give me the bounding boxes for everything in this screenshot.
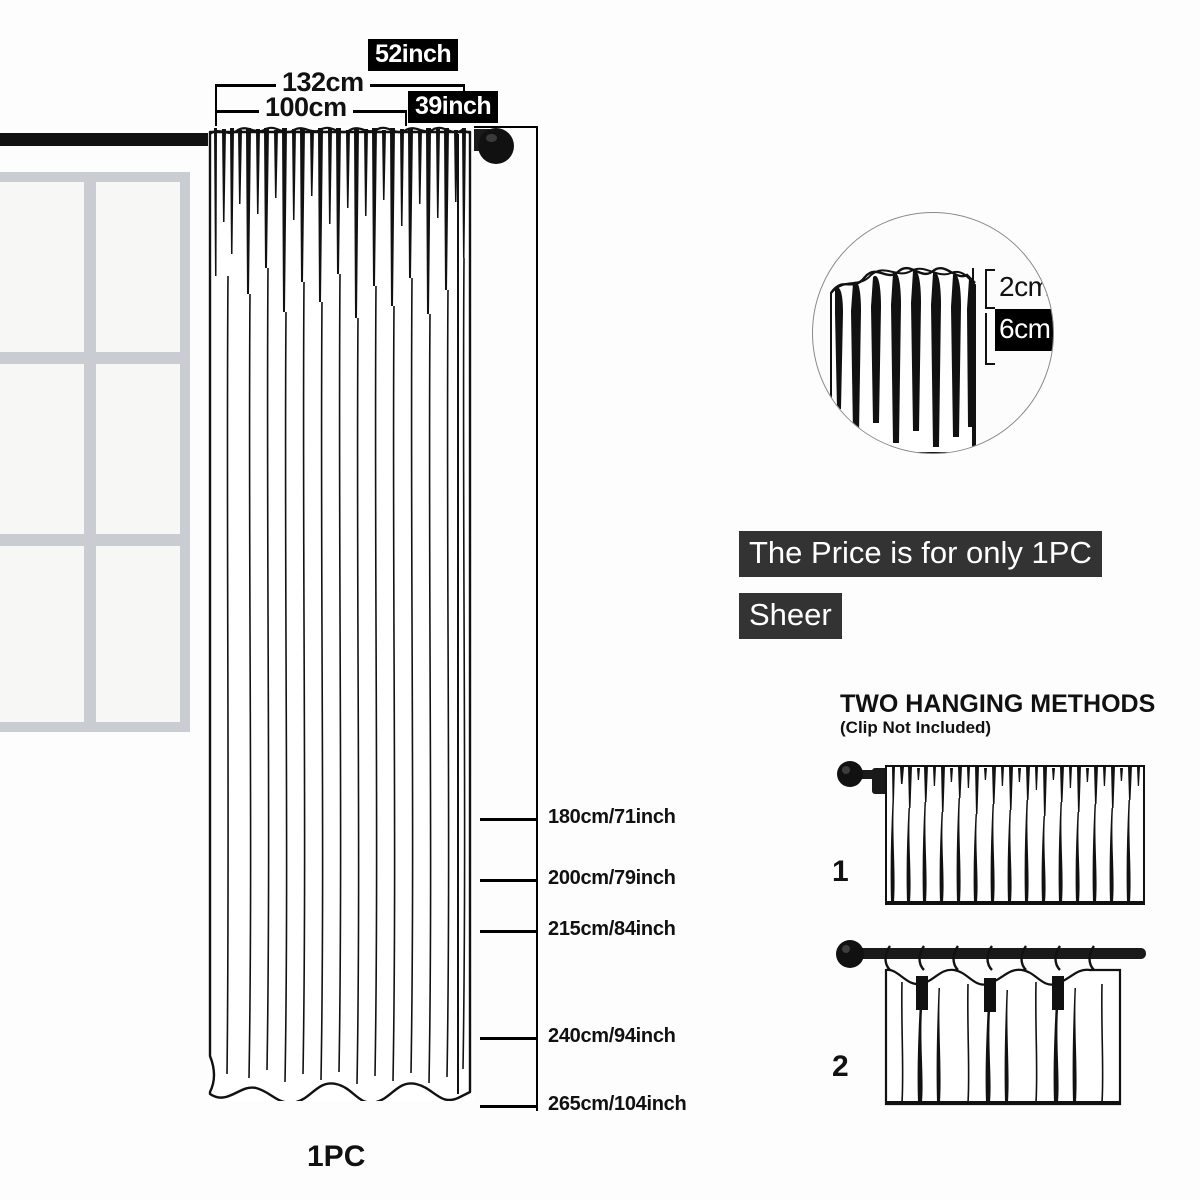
hanging-methods-title: TWO HANGING METHODS xyxy=(840,690,1156,718)
window-pane xyxy=(0,546,84,722)
pocket-label-2cm: 2cm xyxy=(999,271,1051,302)
hanging-method-1-illustration xyxy=(828,756,1148,914)
curtain-panel xyxy=(208,126,474,1101)
rod-finial-icon xyxy=(478,128,514,164)
window-pane xyxy=(96,546,180,722)
pocket-bracket-2cm xyxy=(985,269,987,309)
measurement-label: 180cm/71inch xyxy=(548,806,676,828)
measurement-label: 215cm/84inch xyxy=(548,918,676,940)
measurement-top-connector xyxy=(474,126,538,128)
measurement-label: 265cm/104inch xyxy=(548,1093,687,1115)
window-pane xyxy=(96,182,180,352)
fabric-notice: Sheer xyxy=(739,593,842,639)
window-frame xyxy=(0,172,190,732)
window-pane xyxy=(96,364,180,534)
pocket-detail-illustration xyxy=(830,266,976,453)
price-notice: The Price is for only 1PC xyxy=(739,531,1102,577)
pocket-edge-line xyxy=(972,268,974,453)
pocket-bracket-tick xyxy=(985,363,995,365)
measurement-spine xyxy=(536,126,538,1111)
dimension-cap-left-inner xyxy=(215,110,217,126)
dimension-cap-right-inner xyxy=(405,110,407,126)
pocket-bracket-6cm xyxy=(985,313,987,365)
curtain-illustration xyxy=(208,126,472,1101)
window-pane xyxy=(0,364,84,534)
measurement-tick xyxy=(480,930,538,933)
window-pane xyxy=(0,182,84,352)
measurement-label: 240cm/94inch xyxy=(548,1025,676,1047)
pocket-detail-inset: 2cm 6cm xyxy=(812,212,1054,454)
measurement-tick xyxy=(480,1037,538,1040)
pocket-bracket-tick xyxy=(985,307,995,309)
measurement-tick xyxy=(480,1105,538,1108)
hanging-method-2-illustration xyxy=(828,934,1148,1114)
rod-pocket-diagram xyxy=(837,761,1145,905)
dimension-label-width-cm-inner: 100cm xyxy=(259,92,353,123)
hanging-method-number-2: 2 xyxy=(832,1050,849,1083)
pocket-bracket-tick xyxy=(985,269,995,271)
hanging-method-number-1: 1 xyxy=(832,855,849,888)
quantity-label: 1PC xyxy=(307,1140,366,1173)
measurement-label: 200cm/79inch xyxy=(548,867,676,889)
measurement-tick xyxy=(480,879,538,882)
hanging-methods-subtitle: (Clip Not Included) xyxy=(840,718,992,737)
dimension-badge-width-inch-inner: 39inch xyxy=(408,91,499,124)
measurement-tick xyxy=(480,818,538,821)
dimension-badge-width-inch-outer: 52inch xyxy=(368,39,459,72)
pocket-label-6cm: 6cm xyxy=(999,313,1051,344)
pocket-label-band xyxy=(995,309,1053,351)
dimension-cap-left xyxy=(215,84,217,122)
clip-ring-diagram xyxy=(836,940,1146,1106)
